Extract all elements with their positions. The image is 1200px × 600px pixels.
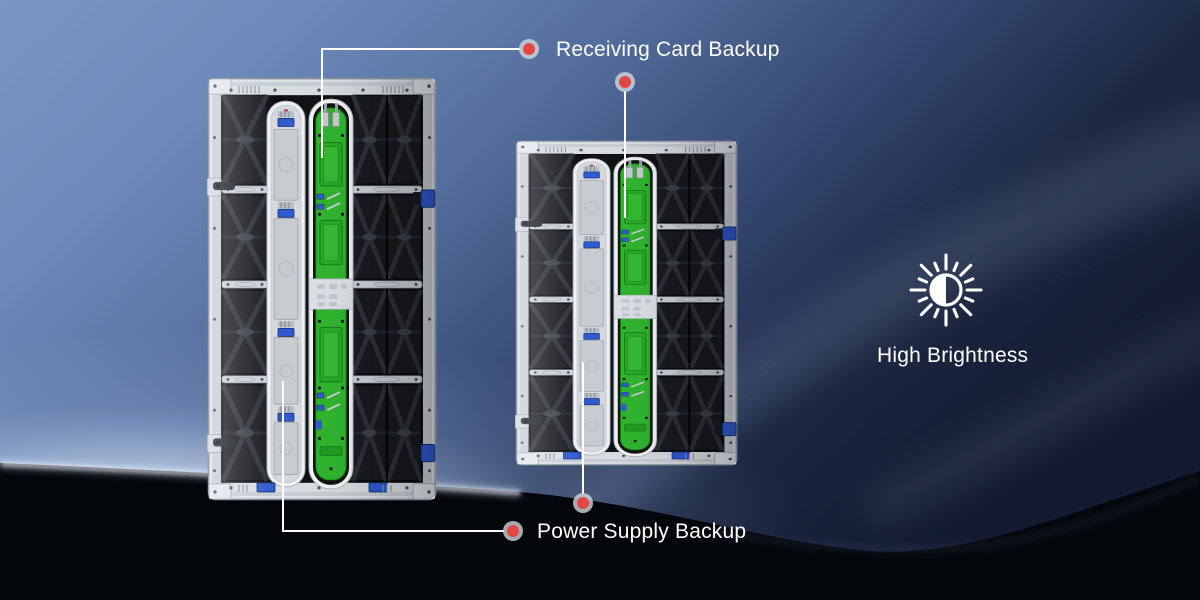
callout-line-receiving-left-vertical [321, 48, 323, 158]
receiving-card-marker-right-dot [615, 72, 635, 92]
receiving-card-marker-left-dot [519, 39, 539, 59]
receiving-card-backup-label: Receiving Card Backup [556, 38, 780, 61]
high-brightness-label: High Brightness [877, 344, 1029, 367]
red-dot-icon [523, 43, 535, 55]
led-cabinet-rear-small [515, 140, 738, 466]
callout-line-receiving-horizontal [322, 48, 520, 50]
callout-line-power-left-vertical [282, 381, 284, 531]
high-brightness-feature [901, 245, 991, 335]
power-supply-marker-right-dot [573, 493, 593, 513]
red-dot-icon [507, 525, 519, 537]
callout-line-power-right-vertical [582, 362, 584, 494]
red-dot-icon [577, 497, 589, 509]
callout-line-power-horizontal [282, 530, 504, 532]
power-supply-marker-left-dot [503, 521, 523, 541]
callout-line-receiving-right-vertical [624, 91, 626, 218]
red-dot-icon [619, 76, 631, 88]
sun-half-brightness-icon [909, 253, 983, 327]
power-supply-backup-label: Power Supply Backup [537, 520, 747, 543]
